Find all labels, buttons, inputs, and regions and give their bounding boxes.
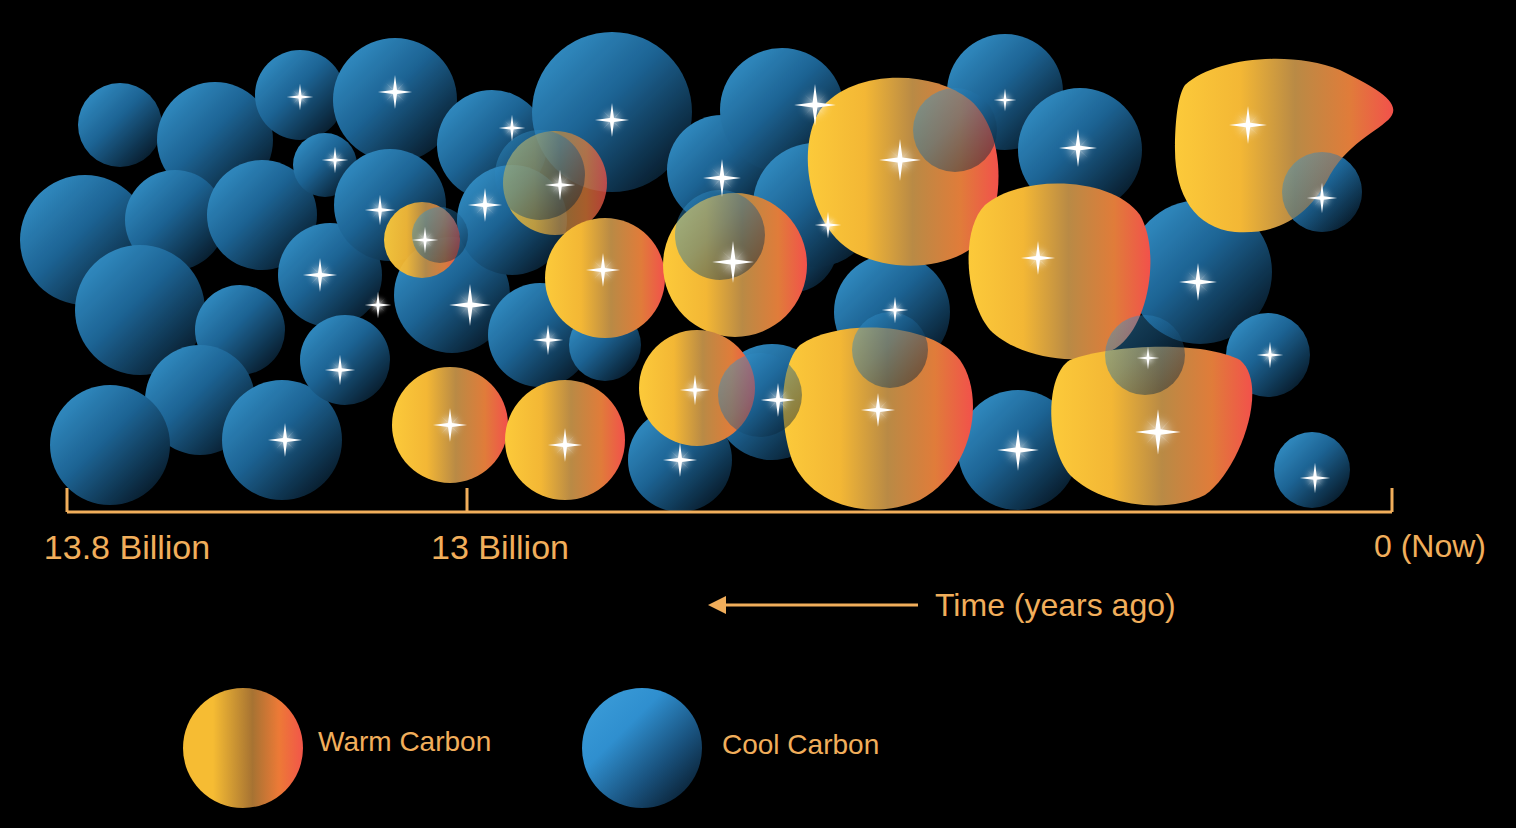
timeline-axis — [67, 488, 1392, 512]
cool-carbon-clouds — [20, 32, 1362, 512]
legend-swatch — [582, 688, 702, 808]
legend-text: Warm Carbon — [318, 726, 491, 758]
warm-carbon-clouds — [384, 59, 1393, 510]
axis-title: Time (years ago) — [935, 587, 1176, 624]
axis-label: 13.8 Billion — [44, 528, 210, 567]
legend-text: Cool Carbon — [722, 729, 879, 761]
axis-label: 13 Billion — [431, 528, 569, 567]
time-arrow — [708, 596, 918, 614]
cool-carbon-overlaps — [412, 88, 1362, 437]
axis-label: 0 (Now) — [1374, 528, 1486, 565]
star-sparkles — [268, 75, 1337, 493]
legend-swatch — [183, 688, 303, 808]
